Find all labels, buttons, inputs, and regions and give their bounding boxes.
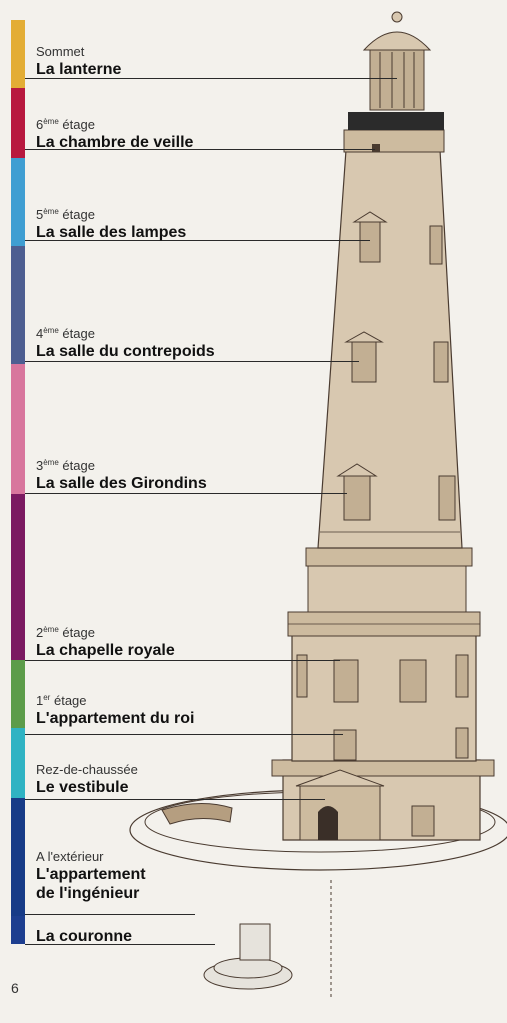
leader-salle-du-contrepoids — [25, 361, 359, 362]
room-name: Le vestibule — [36, 779, 129, 796]
level-bar-appartement-du-roi — [11, 660, 25, 728]
leader-appartement-du-roi — [25, 734, 343, 735]
level-bar-salle-du-contrepoids — [11, 246, 25, 364]
chapel-window — [333, 659, 359, 703]
leader-chambre-de-veille — [25, 149, 375, 150]
level-bar-vestibule — [11, 728, 25, 798]
room-name: La chambre de veille — [36, 134, 194, 151]
label-lanterne: Sommet La lanterne — [36, 44, 121, 79]
floor-label: 1er étage — [36, 693, 87, 708]
label-couronne: La couronne — [36, 927, 132, 946]
floor-label: Rez-de-chaussée — [36, 762, 138, 777]
room-name: La salle du contrepoids — [36, 343, 215, 360]
vestibule-door — [318, 806, 338, 840]
label-vestibule: Rez-de-chaussée Le vestibule — [36, 762, 138, 797]
floor-label: A l'extérieur — [36, 849, 104, 864]
label-appartement-du-roi: 1er étage L'appartement du roi — [36, 690, 194, 728]
level-bar-chapelle-royale — [11, 494, 25, 660]
level-bar-chambre-de-veille — [11, 88, 25, 158]
room-name: La couronne — [36, 928, 133, 945]
label-salle-des-girondins: 3ème étage La salle des Girondins — [36, 455, 207, 493]
room-name: La salle des Girondins — [36, 475, 207, 492]
floor-label: Sommet — [36, 44, 85, 59]
label-appartement-ingenieur: A l'extérieur L'appartement de l'ingénie… — [36, 849, 146, 903]
royal-floors-drum — [291, 634, 477, 762]
floor-label: 3ème étage — [36, 458, 95, 473]
floor-label: 6ème étage — [36, 117, 95, 132]
king-apartment-window — [333, 729, 357, 761]
floor-label: 2ème étage — [36, 625, 95, 640]
room-name: La lanterne — [36, 61, 122, 78]
page-number: 6 — [11, 980, 19, 996]
room-name: L'appartement du roi — [36, 710, 195, 727]
couronne-door — [239, 923, 271, 961]
room-name: La chapelle royale — [36, 642, 175, 659]
room-name: L'appartement — [36, 866, 146, 883]
label-salle-des-lampes: 5ème étage La salle des lampes — [36, 204, 186, 242]
level-bar-couronne — [11, 916, 25, 944]
level-bar-salle-des-girondins — [11, 364, 25, 494]
leader-vestibule — [25, 799, 325, 800]
level-bar-salle-des-lampes — [11, 158, 25, 246]
label-chapelle-royale: 2ème étage La chapelle royale — [36, 622, 175, 660]
lantern — [369, 49, 425, 111]
room-name: La salle des lampes — [36, 224, 187, 241]
room-name-line2: de l'ingénieur — [36, 885, 140, 902]
leader-chapelle-royale — [25, 660, 340, 661]
label-salle-du-contrepoids: 4ème étage La salle du contrepoids — [36, 323, 215, 361]
engineer-apartment-arc — [161, 802, 233, 825]
floor-label: 4ème étage — [36, 326, 95, 341]
vestibule-portico — [299, 785, 381, 841]
girondins-window — [343, 475, 371, 521]
floor-label: 5ème étage — [36, 207, 95, 222]
leader-salle-des-girondins — [25, 493, 347, 494]
lamp-room-window — [359, 221, 381, 263]
lantern-dome — [362, 31, 432, 51]
lantern-gallery — [348, 112, 444, 130]
leader-salle-des-lampes — [25, 240, 370, 241]
level-bar-lanterne — [11, 20, 25, 88]
leader-appartement-ingenieur — [25, 914, 195, 915]
label-chambre-de-veille: 6ème étage La chambre de veille — [36, 114, 193, 152]
leader-couronne — [25, 944, 215, 945]
level-bar-appartement-ingenieur — [11, 798, 25, 916]
leader-lanterne — [25, 78, 397, 79]
counterweight-window — [351, 341, 377, 383]
